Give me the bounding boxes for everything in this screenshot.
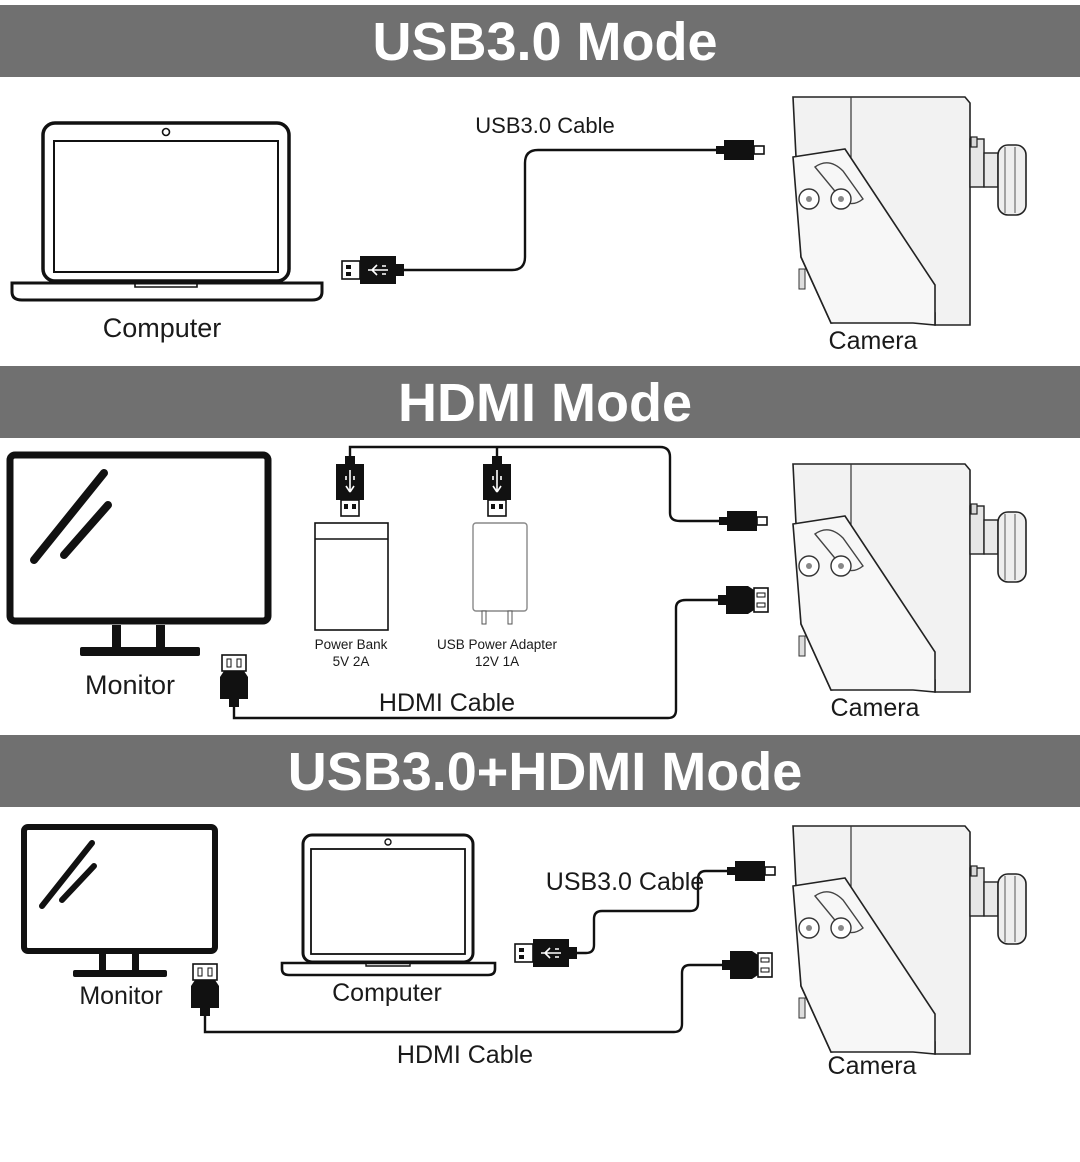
camera-icon xyxy=(792,825,1027,1055)
usb-power-adapter-icon xyxy=(472,522,528,625)
section-usb30-hdmi-mode: USB3.0+HDMI Mode Monitor Computer USB3.0… xyxy=(0,735,1080,1080)
laptop-icon xyxy=(10,121,324,302)
usb-cable-line xyxy=(404,148,716,272)
camera-icon xyxy=(792,96,1027,326)
section-usb30-mode: USB3.0 Mode Computer USB3.0 Cable Camera xyxy=(0,5,1080,355)
hdmi-plug-icon xyxy=(721,950,773,980)
power-cable-line xyxy=(348,445,719,523)
camera-icon xyxy=(792,463,1027,693)
monitor-label: Monitor xyxy=(79,982,162,1010)
hdmi-cable-line xyxy=(203,963,722,1034)
camera-label: Camera xyxy=(831,694,920,722)
hdmi-plug-icon xyxy=(190,963,220,1017)
computer-label: Computer xyxy=(332,979,442,1007)
hdmi-plug-icon xyxy=(717,585,769,615)
usb-cable-label: USB3.0 Cable xyxy=(546,868,704,896)
micro-usb-plug-icon xyxy=(726,860,776,882)
usb-plug-icon xyxy=(341,255,405,285)
section-title: HDMI Mode xyxy=(398,373,692,433)
computer-label: Computer xyxy=(103,313,222,343)
usb-adapter-label: USB Power Adapter xyxy=(437,637,558,652)
monitor-icon xyxy=(6,451,272,656)
section-hdmi-mode: HDMI Mode Monitor Power Bank 5V 2A USB P… xyxy=(0,366,1080,722)
usb-plug-icon xyxy=(335,455,365,517)
usb-plug-icon xyxy=(482,455,512,517)
monitor-icon xyxy=(21,824,218,977)
usb-plug-icon xyxy=(514,938,578,968)
camera-label: Camera xyxy=(829,327,918,355)
hdmi-plug-icon xyxy=(219,654,249,708)
section-banner xyxy=(0,366,1080,438)
usb-cable-line xyxy=(577,869,727,955)
power-bank-label: Power Bank xyxy=(315,637,388,652)
usb-cable-label: USB3.0 Cable xyxy=(475,113,614,138)
camera-label: Camera xyxy=(828,1052,917,1080)
power-bank-icon xyxy=(314,522,389,631)
hdmi-cable-label: HDMI Cable xyxy=(379,689,515,717)
hdmi-cable-label: HDMI Cable xyxy=(397,1041,533,1069)
monitor-label: Monitor xyxy=(85,670,175,700)
micro-usb-plug-icon xyxy=(715,139,765,161)
micro-usb-plug-icon xyxy=(718,510,768,532)
hdmi-cable-line xyxy=(232,598,718,720)
power-bank-spec: 5V 2A xyxy=(333,654,370,669)
section-banner xyxy=(0,5,1080,77)
section-title: USB3.0+HDMI Mode xyxy=(288,742,803,802)
laptop-icon xyxy=(280,833,497,977)
section-title: USB3.0 Mode xyxy=(372,12,717,72)
section-banner xyxy=(0,735,1080,807)
usb-adapter-spec: 12V 1A xyxy=(475,654,519,669)
